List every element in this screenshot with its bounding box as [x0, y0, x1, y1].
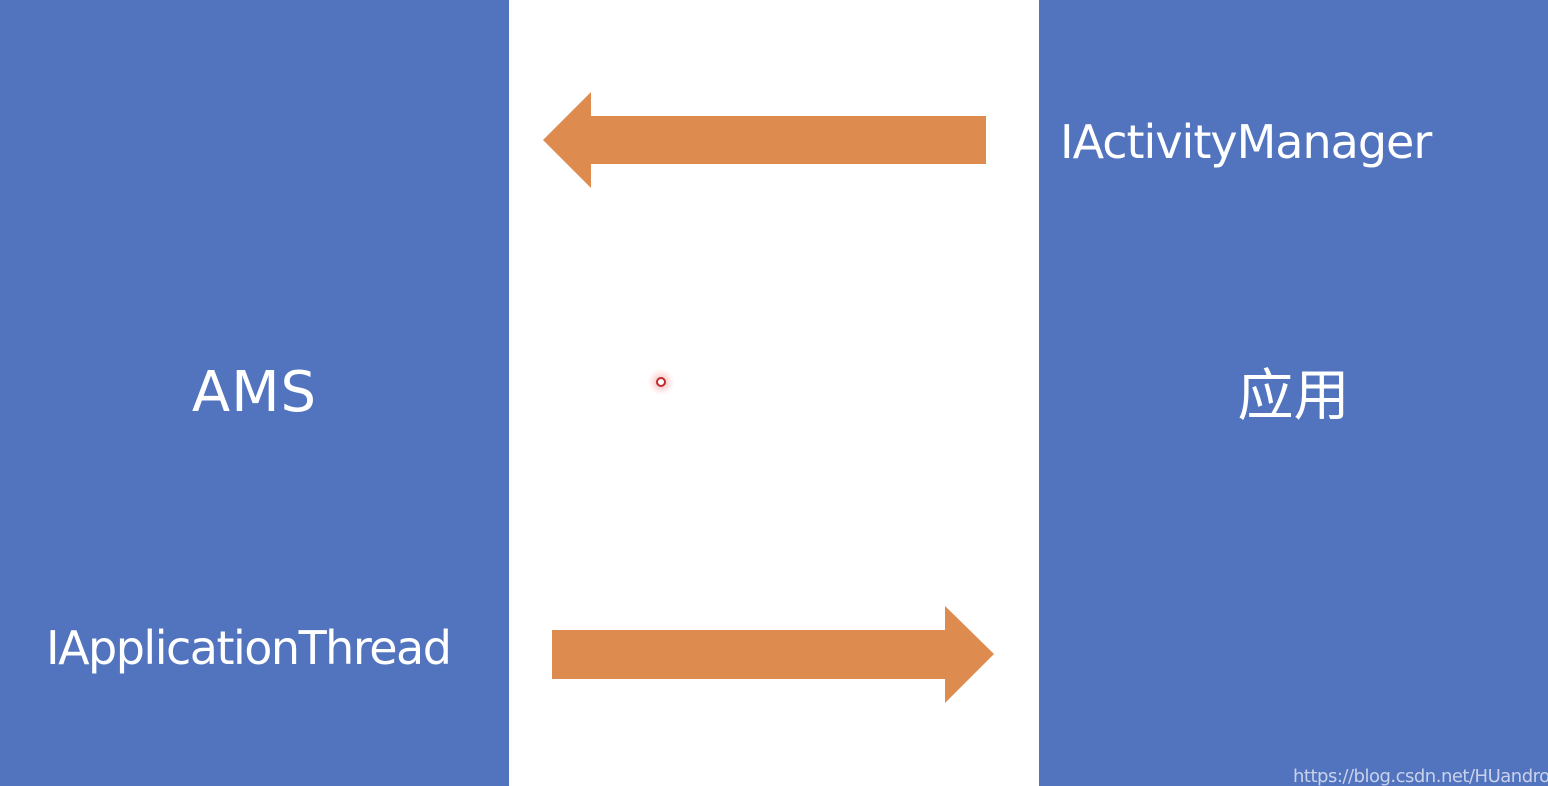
app-box	[1039, 0, 1548, 786]
laser-pointer-dot	[656, 377, 666, 387]
ams-label: AMS	[191, 360, 318, 425]
arrow-left-icon	[543, 92, 986, 188]
arrow-left-shape	[543, 92, 986, 188]
ams-box	[0, 0, 509, 786]
app-label: 应用	[1237, 364, 1350, 429]
iapplicationthread-label: IApplicationThread	[46, 621, 452, 675]
laser-pointer-icon	[648, 369, 674, 395]
arrow-right-shape	[552, 606, 994, 703]
iactivitymanager-label: IActivityManager	[1060, 115, 1432, 169]
watermark-text: https://blog.csdn.net/HUandroid	[1293, 766, 1548, 786]
arrow-right-icon	[552, 606, 994, 703]
